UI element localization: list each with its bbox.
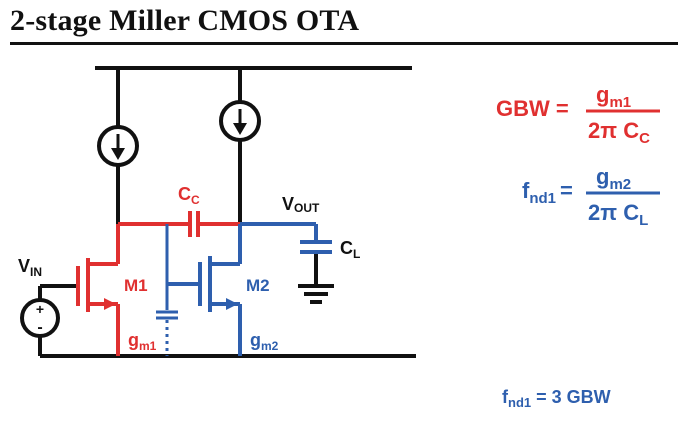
cl-label: CL: [340, 238, 360, 261]
svg-text:gm2: gm2: [596, 164, 631, 193]
svg-text:fnd1=: fnd1=: [522, 178, 573, 207]
miller-capacitor: [118, 211, 240, 237]
gbw-equation: GBW = gm1 2π CC: [496, 82, 660, 147]
fnd1-gbw-relation: fnd1 = 3 GBW: [502, 387, 611, 410]
svg-text:+: +: [36, 301, 44, 317]
gm2-label: gm2: [250, 330, 279, 353]
m2-label: M2: [246, 276, 270, 295]
title-underline: [10, 42, 678, 45]
svg-text:gm1: gm1: [596, 82, 631, 111]
transistor-m1: [76, 224, 120, 356]
input-voltage-source: + -: [20, 284, 78, 356]
svg-text:2π CC: 2π CC: [588, 118, 650, 147]
m1-label: M1: [124, 276, 148, 295]
slide-title: 2-stage Miller CMOS OTA: [10, 4, 360, 37]
svg-text:-: -: [37, 319, 42, 336]
current-source-1: [97, 68, 139, 224]
node1-parasitic-capacitor: [156, 224, 178, 356]
svg-text:2π CL: 2π CL: [588, 200, 648, 229]
vout-label: VOUT: [282, 194, 320, 215]
gm1-label: gm1: [128, 330, 157, 353]
fnd1-equation: fnd1= gm2 2π CL: [522, 164, 660, 229]
svg-text:GBW =: GBW =: [496, 96, 569, 121]
output-load-capacitor: [240, 222, 334, 304]
cc-label: CC: [178, 184, 200, 207]
transistor-m2: [167, 224, 242, 356]
current-source-2: [219, 68, 261, 224]
vin-label: VIN: [18, 256, 42, 279]
